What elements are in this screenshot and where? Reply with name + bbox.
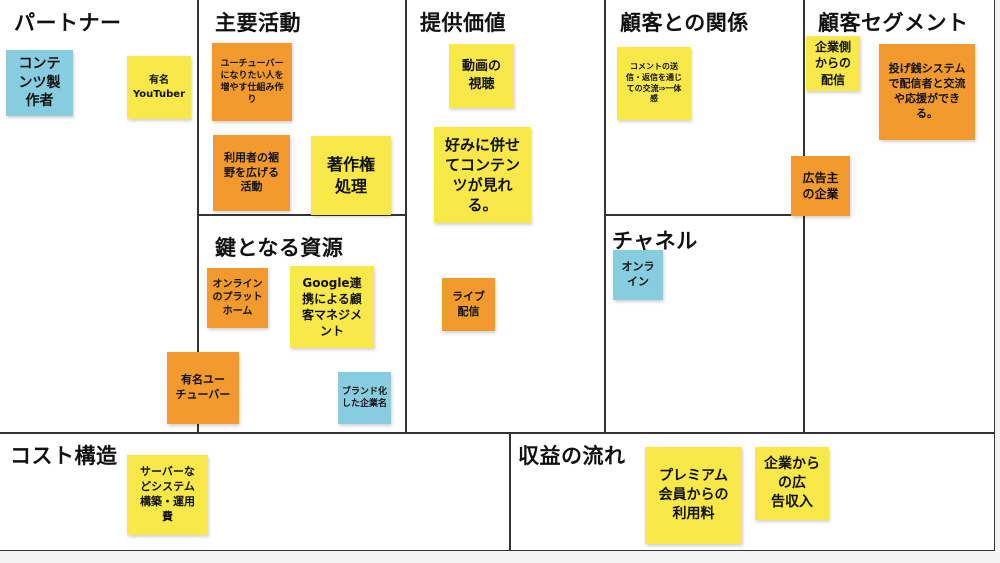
sticky-note-content-choice: 好みに併せ てコンテン ツが見れ る。	[434, 127, 531, 223]
sticky-note-company-stream: 企業側 からの 配信	[806, 36, 860, 91]
section-title-partners: パートナー	[14, 11, 122, 35]
sticky-note-brand-company: ブランド化 した企業名	[338, 372, 391, 424]
divider-relationships-channels	[604, 214, 803, 216]
sticky-note-online-platform: オンライン のプラット ホーム	[207, 268, 268, 328]
sticky-note-famous-youtuber-2: 有名ユー チューバー	[167, 352, 239, 424]
section-title-customer-segments: 顧客セグメント	[818, 11, 969, 35]
sticky-note-ad-revenue: 企業から の広 告収入	[755, 447, 829, 520]
section-title-key-resources: 鍵となる資源	[215, 236, 344, 260]
sticky-note-comment-exchange: コメントの送 信・返信を通じ ての交流⇒一体 感	[617, 47, 691, 120]
section-title-customer-relationships: 顧客との関係	[620, 11, 749, 35]
sticky-note-expand-view: 利用者の裾 野を広げる 活動	[213, 135, 290, 211]
sticky-note-video-viewing: 動画の 視聴	[449, 44, 514, 108]
section-title-key-activities: 主要活動	[215, 11, 301, 35]
sticky-note-live-stream: ライブ 配信	[442, 278, 495, 331]
sticky-note-server-cost: サーバーな どシステム 構築・運用 費	[127, 455, 208, 535]
divider-cost-revenue	[509, 432, 511, 550]
divider-activities-value	[405, 0, 407, 432]
section-title-cost-structure: コスト構造	[10, 444, 118, 468]
sticky-note-google-management: Google連 携による顧 客マネジメ ント	[290, 266, 374, 348]
sticky-note-online-channel: オンラ イン	[613, 250, 663, 300]
sticky-note-youtuber-growth: ユーチューバー になりたい人を 増やす仕組み作 り	[212, 43, 292, 121]
divider-relationships-segments	[803, 0, 805, 432]
divider-top-bottom	[0, 432, 994, 434]
sticky-note-advertisers: 広告主 の企業	[791, 156, 850, 216]
divider-partners-activities	[197, 0, 199, 432]
sticky-note-tipping-system: 投げ銭システム で配信者と交流 や応援ができ る。	[879, 44, 975, 140]
sticky-note-premium-fee: プレミアム 会員からの 利用料	[645, 447, 742, 544]
sticky-note-copyright: 著作権 処理	[311, 136, 391, 215]
divider-value-relationships	[604, 0, 606, 432]
section-title-value-propositions: 提供価値	[420, 11, 506, 35]
section-title-channels: チャネル	[612, 229, 698, 253]
sticky-note-content-creators: コンテ ンツ製 作者	[6, 50, 73, 116]
sticky-note-famous-youtuber: 有名 YouTuber	[127, 56, 191, 119]
divider-activities-resources	[197, 214, 405, 216]
section-title-revenue-streams: 収益の流れ	[518, 444, 626, 468]
